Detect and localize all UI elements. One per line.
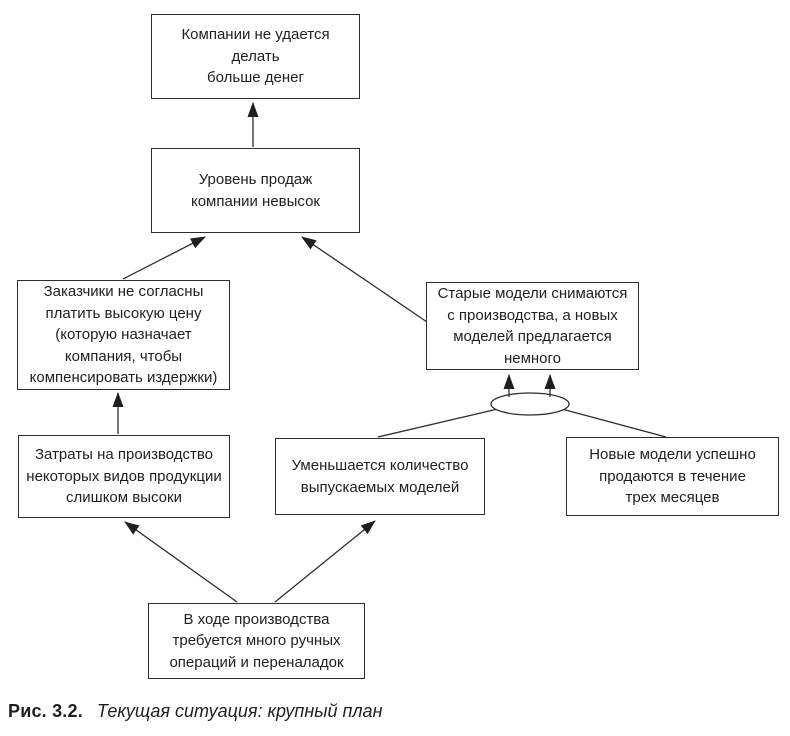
node-sales-low: Уровень продаж компании невысок bbox=[151, 148, 360, 233]
edge-newmodels-to-junction bbox=[557, 407, 667, 438]
node-text: Заказчики не согласны платить высокую це… bbox=[29, 283, 218, 387]
edge-manual-to-fewermodels bbox=[274, 520, 376, 603]
node-no-more-money: Компании не удается делать больше денег bbox=[151, 14, 360, 99]
caption-title: Текущая ситуация: крупный план bbox=[96, 701, 383, 721]
edge-fewermodels-to-junction bbox=[377, 407, 503, 438]
figure-caption: Рис. 3.2. Текущая ситуация: крупный план bbox=[8, 701, 382, 722]
node-text: Компании не удается делать больше денег bbox=[181, 26, 330, 87]
node-customers-refuse-price: Заказчики не согласны платить высокую це… bbox=[17, 280, 230, 390]
node-fewer-models-produced: Уменьшается количество выпускаемых модел… bbox=[275, 438, 485, 515]
node-text: Уровень продаж компании невысок bbox=[190, 171, 320, 210]
node-old-models-discontinued: Старые модели снимаются с производства, … bbox=[426, 282, 639, 370]
edge-manual-to-costs bbox=[124, 521, 238, 603]
node-text: Новые модели успешно продаются в течение… bbox=[589, 446, 756, 507]
node-text: Затраты на производство некоторых видов … bbox=[26, 446, 222, 507]
node-text: Старые модели снимаются с производства, … bbox=[437, 285, 628, 367]
node-many-manual-operations: В ходе производства требуется много ручн… bbox=[148, 603, 365, 679]
caption-label: Рис. 3.2. bbox=[8, 701, 83, 721]
edge-customers-to-sales bbox=[122, 236, 206, 280]
node-production-costs-high: Затраты на производство некоторых видов … bbox=[18, 435, 230, 518]
edge-oldmodels-to-sales bbox=[301, 236, 428, 323]
node-text: В ходе производства требуется много ручн… bbox=[169, 610, 344, 671]
node-text: Уменьшается количество выпускаемых модел… bbox=[291, 457, 469, 496]
and-junction-ellipse bbox=[490, 392, 570, 416]
node-new-models-sell-well: Новые модели успешно продаются в течение… bbox=[566, 437, 779, 516]
